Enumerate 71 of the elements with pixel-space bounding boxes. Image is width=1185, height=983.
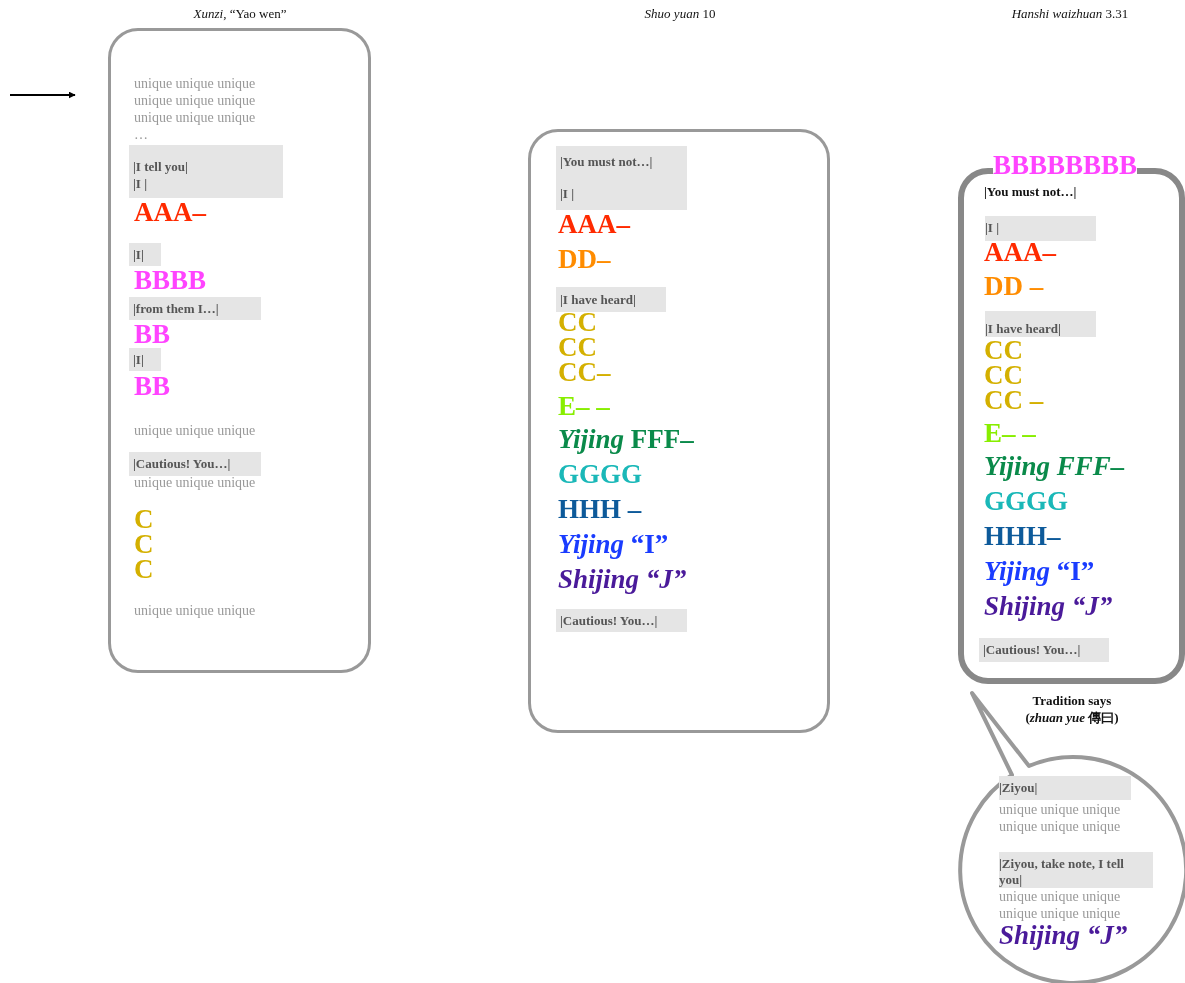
letter-line: BBBB: [134, 266, 207, 294]
highlight-box: [985, 311, 1096, 337]
letter-line: CC–: [558, 358, 611, 386]
body-text: unique unique unique unique unique unique unique unique unique …: [134, 75, 257, 143]
letter-line: E– –: [558, 392, 610, 420]
highlight-text: |Cautious! You…|: [560, 613, 659, 629]
highlight-text: |I |: [985, 220, 1001, 236]
highlight-text: |Cautious! You…|: [133, 456, 232, 472]
highlight-box: [999, 776, 1131, 800]
body-text: unique unique unique: [134, 422, 257, 439]
highlight-box: [129, 243, 161, 266]
rounded-panel: [528, 129, 830, 733]
letter-line: AAA–: [558, 210, 630, 238]
letter-line: HHH –: [558, 495, 642, 523]
letter-line: E– –: [984, 419, 1036, 447]
letter-line: BB: [134, 372, 171, 400]
highlight-text: |I|: [133, 352, 145, 368]
highlight-box: [129, 348, 161, 371]
letter-line: Yijing “I”: [558, 530, 669, 558]
highlight-text: |I |: [560, 186, 576, 202]
highlight-text: |Ziyou, take note, I tell you|: [999, 856, 1125, 888]
letter-line: Shijing “J”: [984, 592, 1113, 620]
highlight-box: [129, 145, 283, 198]
letter-line: GGGG: [984, 487, 1068, 515]
rounded-panel: [108, 28, 371, 673]
highlight-box: [129, 297, 261, 320]
highlight-text: |from them I…|: [133, 301, 220, 317]
letter-line: GGGG: [558, 460, 642, 488]
letter-line: CC –: [984, 386, 1044, 414]
letter-line: DD –: [984, 272, 1044, 300]
letter-line: C: [134, 505, 154, 533]
letter-line: DD–: [558, 245, 611, 273]
letter-line: Shijing “J”: [558, 565, 687, 593]
heading-text: |You must not…|: [984, 184, 1077, 200]
letter-line: HHH–: [984, 522, 1061, 550]
highlight-text: |I |: [133, 176, 149, 192]
highlight-text: |You must not…|: [560, 154, 654, 170]
letter-line: Shijing “J”: [999, 921, 1128, 949]
column-heading: Xunzi, “Yao wen”: [193, 6, 287, 22]
letter-line: C: [134, 555, 154, 583]
highlight-box: [979, 638, 1109, 662]
column-heading: Shuo yuan 10: [644, 6, 716, 22]
highlight-box: [556, 609, 687, 632]
letter-line: AAA–: [984, 238, 1056, 266]
letter-line: Yijing FFF–: [558, 425, 694, 453]
body-text: unique unique unique: [134, 602, 257, 619]
highlight-box: [985, 216, 1096, 241]
letter-line: Yijing FFF–: [984, 452, 1125, 480]
letter-line: C: [134, 530, 154, 558]
letter-line: BB: [134, 320, 171, 348]
highlight-text: |I have heard|: [560, 292, 637, 308]
body-text: unique unique unique unique unique unique: [999, 801, 1122, 835]
highlight-text: |Cautious! You…|: [983, 642, 1082, 658]
highlight-box: [999, 852, 1153, 888]
highlight-text: |I tell you|: [133, 159, 189, 175]
body-text: unique unique unique unique unique unique: [999, 888, 1122, 922]
letter-line: Yijing “I”: [984, 557, 1095, 585]
body-text: unique unique unique: [134, 474, 257, 491]
node-label: Tradition says (zhuan yue 傳曰): [1024, 693, 1120, 727]
highlight-box: [556, 287, 666, 312]
letter-line: CC: [984, 361, 1023, 389]
letter-line: CC: [558, 308, 597, 336]
highlight-text: |Ziyou|: [999, 780, 1039, 796]
column-heading: Hanshi waizhuan 3.31: [1011, 6, 1129, 22]
letter-line: CC: [984, 336, 1023, 364]
highlight-text: |I|: [133, 247, 145, 263]
highlight-box: [556, 146, 687, 210]
letter-line: AAA–: [134, 198, 206, 226]
letter-line: CC: [558, 333, 597, 361]
highlight-box: [129, 452, 261, 476]
highlight-text: |I have heard|: [985, 321, 1062, 337]
